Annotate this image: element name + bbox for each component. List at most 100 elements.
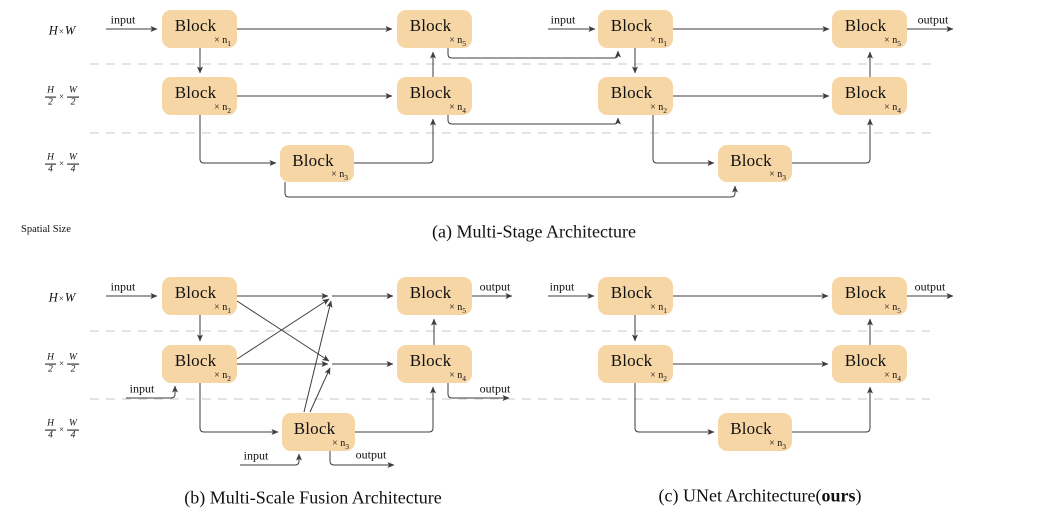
- b-n5-output-label: output: [479, 279, 511, 294]
- block-b-n1: Block × n1: [162, 277, 237, 315]
- block-multiplier: × n5: [449, 301, 466, 315]
- spatial-label-hxw-top: H×W: [48, 23, 76, 38]
- block-label: Block: [174, 351, 217, 370]
- wire-a2-n2-n3: [652, 115, 715, 166]
- block-b-n4: Block × n4: [397, 345, 472, 383]
- wire-a2-n3-n4: [792, 118, 873, 164]
- block-label: Block: [610, 283, 653, 302]
- b-n2-input-label: input: [129, 381, 155, 396]
- block-a-stage2-n1: Block × n1: [598, 10, 673, 48]
- block-a-stage1-n4: Block × n4: [397, 77, 472, 115]
- spatial-label-hxw-bottom: H×W: [48, 290, 76, 305]
- block-label: Block: [730, 151, 772, 170]
- block-label: Block: [610, 351, 653, 370]
- block-multiplier: × n2: [650, 101, 667, 115]
- block-multiplier: × n4: [449, 369, 466, 383]
- wire-b-n3-output: [329, 451, 395, 468]
- b-n1-input-label: input: [110, 279, 136, 294]
- block-multiplier: × n5: [884, 301, 901, 315]
- block-label: Block: [409, 351, 452, 370]
- a-stage1-input-label: input: [110, 12, 136, 27]
- block-multiplier: × n4: [884, 101, 901, 115]
- block-label: Block: [844, 351, 887, 370]
- caption-c: (c) UNet Architecture(ours): [658, 485, 862, 506]
- wire-a1-n2-n3: [199, 115, 277, 166]
- block-label: Block: [409, 83, 452, 102]
- block-a-stage1-n5: Block × n5: [397, 10, 472, 48]
- wire-b-n1-diag-junctionB: [236, 300, 330, 362]
- block-multiplier: × n3: [331, 168, 348, 182]
- block-label: Block: [610, 16, 653, 35]
- wire-b-n4-output: [447, 383, 510, 401]
- wire-c-n2-n3: [634, 383, 715, 435]
- block-b-n2: Block × n2: [162, 345, 237, 383]
- block-label: Block: [610, 83, 653, 102]
- block-label: Block: [844, 16, 887, 35]
- block-a-stage1-n1: Block × n1: [162, 10, 237, 48]
- block-label: Block: [409, 283, 452, 302]
- spatial-size-label: Spatial Size: [21, 224, 71, 235]
- wire-a-n4s1-n2s2: [447, 115, 621, 125]
- block-multiplier: × n5: [449, 34, 466, 48]
- block-multiplier: × n2: [650, 369, 667, 383]
- block-a-stage2-n5: Block × n5: [832, 10, 907, 48]
- block-c-n3: Block × n3: [718, 413, 792, 451]
- block-a-stage1-n3: Block × n3: [280, 145, 354, 182]
- wire-b-n2-n3: [199, 383, 279, 435]
- block-multiplier: × n3: [769, 168, 786, 182]
- block-c-n5: Block × n5: [832, 277, 907, 315]
- a-stage2-input-label: input: [550, 12, 576, 27]
- wire-b-n3-diag-junctionA: [303, 300, 333, 413]
- block-label: Block: [293, 419, 336, 438]
- block-multiplier: × n4: [449, 101, 466, 115]
- block-a-stage1-n2: Block × n2: [162, 77, 237, 115]
- block-multiplier: × n4: [884, 369, 901, 383]
- block-a-stage2-n2: Block × n2: [598, 77, 673, 115]
- block-a-stage2-n4: Block × n4: [832, 77, 907, 115]
- block-label: Block: [409, 16, 452, 35]
- wire-b-input-n2: [126, 385, 178, 399]
- wire-b-n2-diag-junctionA: [236, 298, 330, 360]
- block-multiplier: × n1: [650, 34, 667, 48]
- block-label: Block: [292, 151, 334, 170]
- block-multiplier: × n2: [214, 369, 231, 383]
- c-input-label: input: [549, 279, 575, 294]
- caption-b: (b) Multi-Scale Fusion Architecture: [184, 487, 442, 508]
- wire-b-input-n3: [240, 453, 302, 466]
- arrows: [106, 26, 954, 468]
- block-multiplier: × n3: [769, 437, 786, 451]
- wire-a-n3s1-n3s2: [284, 182, 738, 198]
- block-c-n4: Block × n4: [832, 345, 907, 383]
- block-a-stage2-n3: Block × n3: [718, 145, 792, 182]
- block-b-n3: Block × n3: [282, 413, 355, 451]
- b-n3-output-label: output: [355, 447, 387, 462]
- block-b-n5: Block × n5: [397, 277, 472, 315]
- block-multiplier: × n1: [650, 301, 667, 315]
- b-n3-input-label: input: [243, 448, 269, 463]
- dashed-separators: [90, 63, 933, 400]
- block-label: Block: [730, 419, 772, 438]
- block-c-n1: Block × n1: [598, 277, 673, 315]
- wire-a1-n3-n4: [352, 118, 436, 164]
- block-label: Block: [844, 283, 887, 302]
- wire-a-n5s1-n1s2: [447, 48, 621, 59]
- b-n4-output-label: output: [479, 381, 511, 396]
- block-label: Block: [844, 83, 887, 102]
- block-multiplier: × n5: [884, 34, 901, 48]
- a-output-label: output: [917, 12, 949, 27]
- block-c-n2: Block × n2: [598, 345, 673, 383]
- block-multiplier: × n1: [214, 34, 231, 48]
- wire-b-n3-diag-junctionB: [309, 367, 331, 413]
- block-label: Block: [174, 16, 217, 35]
- block-multiplier: × n2: [214, 101, 231, 115]
- block-label: Block: [174, 83, 217, 102]
- block-multiplier: × n1: [214, 301, 231, 315]
- wire-c-n3-n4: [792, 386, 873, 433]
- block-label: Block: [174, 283, 217, 302]
